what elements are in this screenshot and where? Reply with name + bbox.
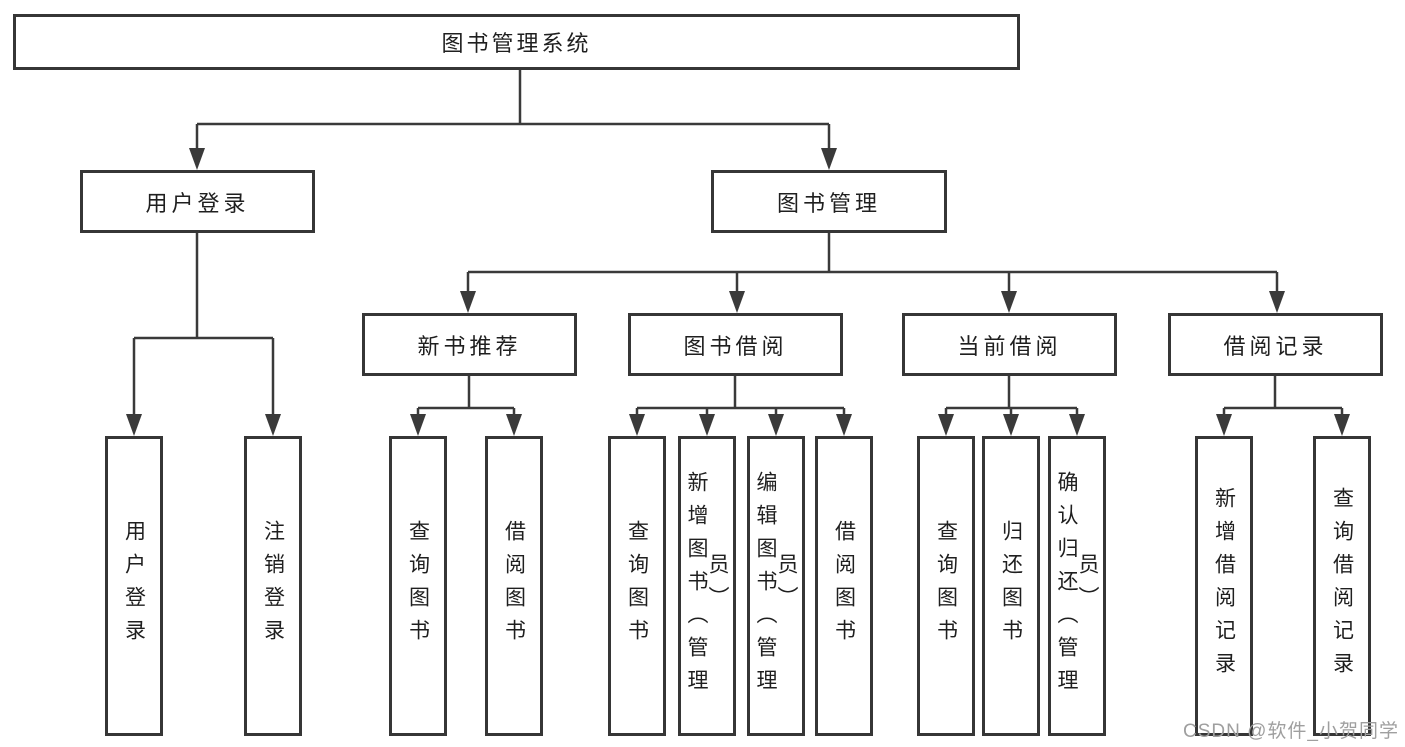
arrow-icon: [189, 148, 205, 170]
arrow-icon: [1216, 414, 1232, 436]
leaf-query-books-recommend: 查询图书: [389, 436, 447, 736]
leaf-borrow-books-recommend: 借阅图书: [485, 436, 543, 736]
arrow-icon: [460, 291, 476, 313]
arrow-icon: [1334, 414, 1350, 436]
watermark: CSDN @软件_小贺同学: [1183, 721, 1399, 742]
leaf-borrow-books: 借阅图书: [815, 436, 873, 736]
leaf-add-book-admin: 新增图书（管理员）: [678, 436, 736, 736]
leaf-confirm-return-admin: 确认归还（管理员）: [1048, 436, 1106, 736]
arrow-icon: [768, 414, 784, 436]
arrow-icon: [1001, 291, 1017, 313]
arrow-icon: [126, 414, 142, 436]
leaf-query-borrow-record: 查询借阅记录: [1313, 436, 1371, 736]
arrow-icon: [265, 414, 281, 436]
leaf-user-login: 用户登录: [105, 436, 163, 736]
node-book-borrow: 图书借阅: [628, 313, 843, 376]
leaf-add-borrow-record: 新增借阅记录: [1195, 436, 1253, 736]
node-current-borrow: 当前借阅: [902, 313, 1117, 376]
arrow-icon: [699, 414, 715, 436]
leaf-return-book: 归还图书: [982, 436, 1040, 736]
arrow-icon: [506, 414, 522, 436]
arrow-icon: [1269, 291, 1285, 313]
arrow-icon: [821, 148, 837, 170]
node-new-book-recommend: 新书推荐: [362, 313, 577, 376]
node-book-management: 图书管理: [711, 170, 947, 233]
node-library-management-system: 图书管理系统: [13, 14, 1020, 70]
arrow-icon: [410, 414, 426, 436]
arrow-icon: [836, 414, 852, 436]
arrow-icon: [1003, 414, 1019, 436]
arrow-icon: [629, 414, 645, 436]
arrow-icon: [729, 291, 745, 313]
leaf-query-books-current: 查询图书: [917, 436, 975, 736]
leaf-query-books-borrow: 查询图书: [608, 436, 666, 736]
node-user-login: 用户登录: [80, 170, 315, 233]
node-borrow-records: 借阅记录: [1168, 313, 1383, 376]
leaf-logout: 注销登录: [244, 436, 302, 736]
arrow-icon: [938, 414, 954, 436]
arrow-icon: [1069, 414, 1085, 436]
leaf-edit-book-admin: 编辑图书（管理员）: [747, 436, 805, 736]
